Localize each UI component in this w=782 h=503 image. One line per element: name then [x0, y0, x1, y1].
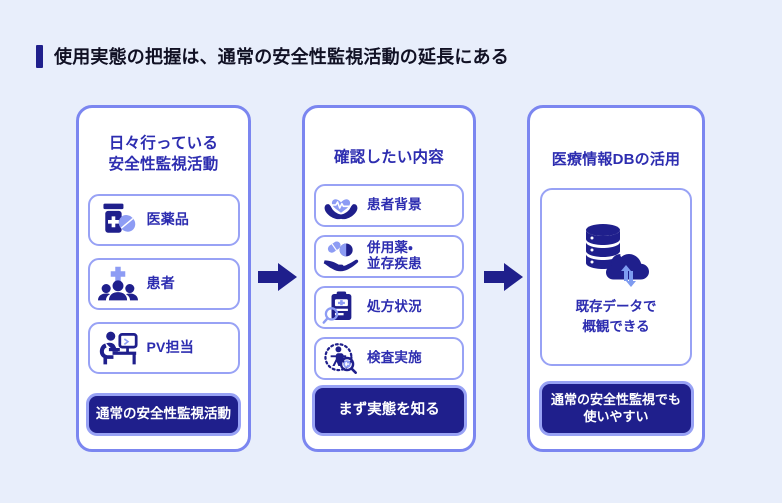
card-daily-safety-activities: 日々行っている 安全性監視活動 医薬品 [76, 105, 251, 452]
item-prescription-status[interactable]: 処方状況 [314, 285, 464, 329]
card-badge-know-reality: まず実態を知る [311, 385, 467, 436]
item-label: 処方状況 [367, 299, 422, 315]
card-heading: 医療情報DBの活用 [551, 151, 681, 168]
card-items-to-confirm: 確認したい内容 患者背景 [302, 105, 476, 452]
item-pv-staff[interactable]: PV担当 [87, 321, 240, 374]
arrow-card2-to-card3 [484, 262, 524, 292]
card-heading: 確認したい内容 [334, 149, 444, 166]
database-cloud-sync-icon [573, 218, 659, 293]
title-accent-bar [36, 44, 43, 68]
item-label: 患者 [146, 275, 175, 292]
item-medicine[interactable]: 医薬品 [87, 193, 240, 246]
card-body: 医薬品 患者 [86, 176, 241, 436]
arrow-card1-to-card2 [258, 262, 298, 292]
item-examination[interactable]: 検査実施 [314, 336, 464, 380]
card-medical-db-usage: 医療情報DBの活用 [527, 105, 705, 452]
patients-group-plus-icon [96, 264, 140, 304]
card-body: 患者背景 併用薬・ 並存疾患 [311, 169, 467, 436]
card-body: 既存データで 概観できる 通常の安全性監視でも 使いやすい [538, 170, 694, 436]
item-label: 検査実施 [367, 350, 422, 366]
page-title-text: 使用実態の把握は、通常の安全性監視活動の延長にある [54, 47, 509, 67]
hands-heart-pulse-icon [322, 187, 360, 223]
medicine-bottle-pill-icon [96, 200, 140, 240]
person-scan-magnifier-icon [322, 340, 360, 376]
item-label: 医薬品 [146, 211, 190, 228]
item-label: 併用薬・ 並存疾患 [367, 240, 422, 272]
hand-pills-icon [322, 238, 360, 274]
card-badge-easy-to-use: 通常の安全性監視でも 使いやすい [538, 380, 694, 436]
card-heading: 日々行っている 安全性監視活動 [108, 135, 219, 173]
item-label: PV担当 [146, 339, 194, 356]
clipboard-magnifier-icon [322, 289, 360, 325]
card-badge-routine-safety: 通常の安全性監視活動 [86, 393, 241, 436]
item-patient-background[interactable]: 患者背景 [314, 183, 464, 227]
page-title: 使用実態の把握は、通常の安全性監視活動の延長にある [36, 43, 509, 69]
pv-staff-desk-computer-icon [96, 328, 140, 368]
panel-caption: 既存データで 概観できる [575, 299, 657, 334]
item-patients[interactable]: 患者 [87, 257, 240, 310]
panel-existing-data: 既存データで 概観できる [540, 188, 692, 367]
item-label: 患者背景 [367, 197, 422, 213]
item-concomitant-drugs[interactable]: 併用薬・ 並存疾患 [314, 234, 464, 278]
